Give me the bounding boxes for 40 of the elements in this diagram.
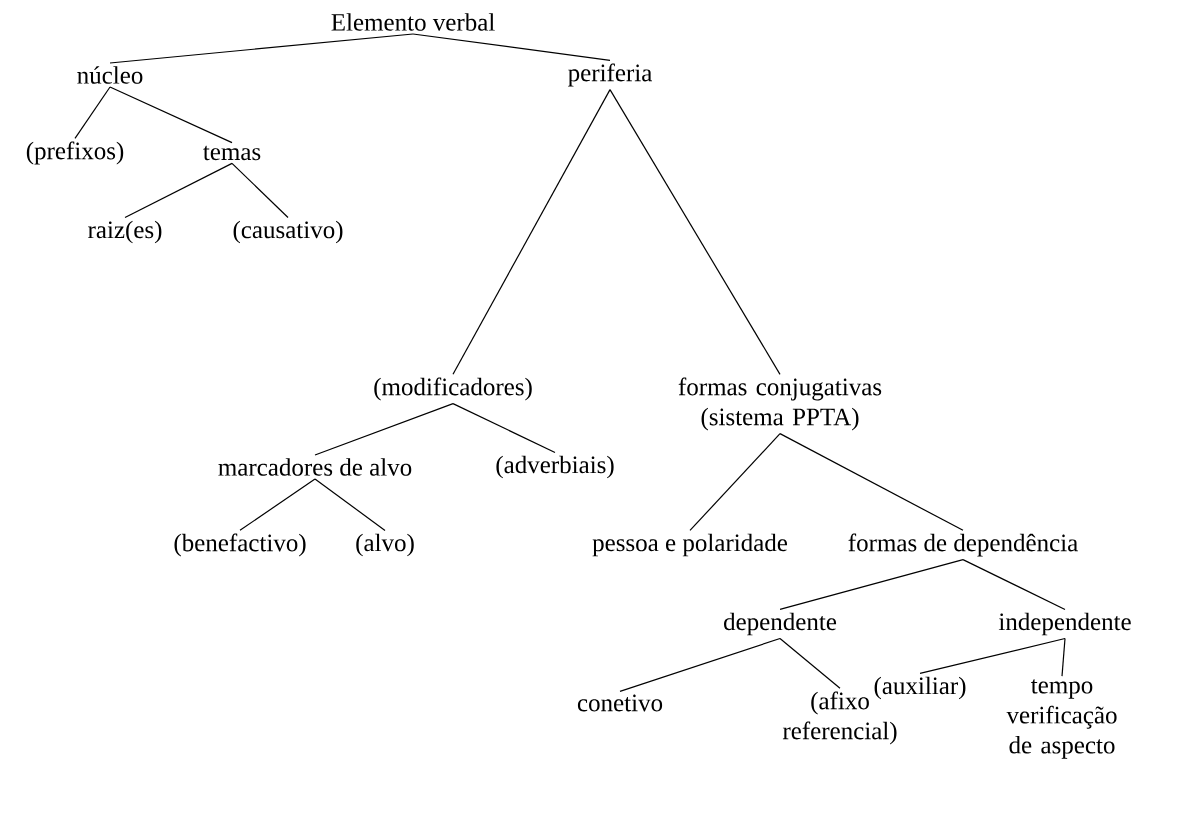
tree-label: tempo verificação de aspecto (1006, 679, 1117, 759)
tree-label: (alvo) (356, 533, 414, 557)
branch-line (452, 403, 556, 454)
branch-line (609, 89, 781, 375)
tree-label: formas de dependência (848, 533, 1078, 557)
branch-line (109, 86, 233, 144)
tree-label: (causativo) (233, 220, 343, 244)
branch-line (1061, 637, 1066, 677)
branch-line (124, 162, 233, 219)
tree-label: (modificadores) (374, 377, 532, 401)
tree-label: Elemento verbal (331, 13, 495, 31)
tree-label: (prefixos) (26, 141, 124, 165)
tree-label: conetivo (577, 694, 663, 712)
branch-line (779, 637, 841, 689)
tree-label: (auxiliar) (874, 676, 966, 700)
branch-line (962, 559, 1066, 611)
branch-line (779, 433, 964, 531)
tree-label: independente (998, 612, 1131, 636)
branch-line (74, 86, 111, 139)
tree-label: formas conjugativas (sistema PPTA) (678, 377, 882, 431)
branch-line (109, 33, 414, 64)
tree-label: (benefactivo) (174, 533, 306, 557)
branch-line (452, 89, 611, 375)
branch-line (412, 33, 611, 61)
tree-label: núcleo (77, 66, 143, 84)
tree-label: temas (203, 145, 261, 161)
tree-label: dependente (724, 612, 837, 636)
tree-label: pessoa e polaridade (592, 533, 788, 557)
branch-line (689, 433, 781, 532)
branch-line (239, 478, 316, 531)
tree-label: raiz(es) (88, 220, 162, 244)
tree-label: periferia (568, 63, 652, 87)
branch-line (231, 162, 289, 219)
tree-label: (adverbiais) (496, 455, 614, 479)
branch-line (779, 559, 964, 611)
branch-line (314, 478, 386, 532)
branch-line (619, 637, 781, 692)
branch-line (314, 403, 454, 456)
tree-label: marcadores de alvo (218, 458, 412, 476)
branch-line (919, 637, 1066, 675)
